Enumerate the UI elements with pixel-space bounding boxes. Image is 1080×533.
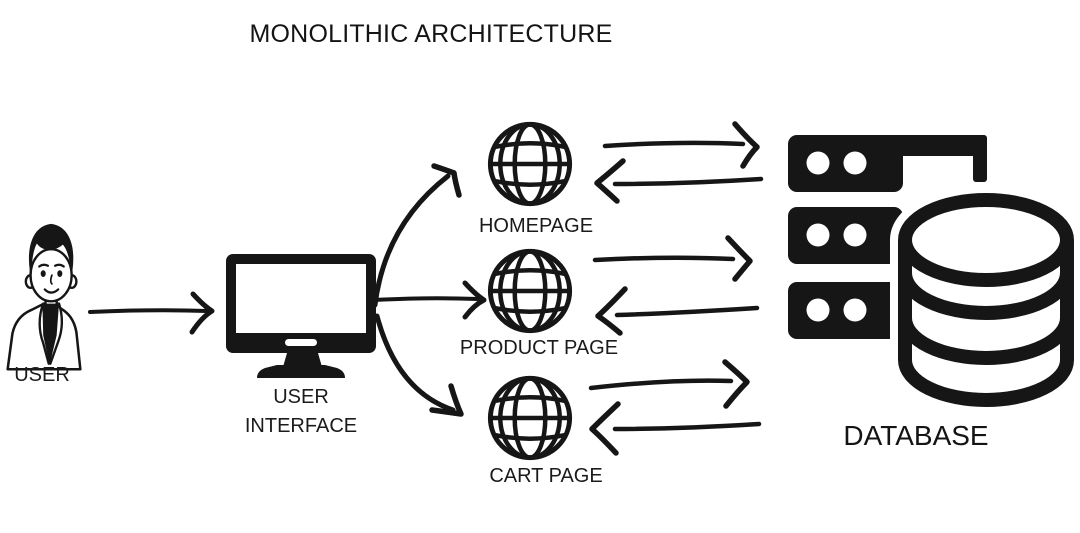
user-interface-label-line2: INTERFACE <box>244 415 358 437</box>
person-icon <box>6 223 82 371</box>
server-rack-lights <box>806 151 867 322</box>
user-interface-label: USER INTERFACE <box>231 383 371 441</box>
arrow-database-to-cart-page <box>589 401 762 456</box>
arrow-product-page-to-database <box>592 235 753 282</box>
database-label: DATABASE <box>843 420 989 451</box>
product-page-label: PRODUCT PAGE <box>459 337 619 359</box>
arrow-ui-to-product-page <box>373 280 487 320</box>
arrows-pages-database <box>588 121 764 456</box>
monitor-icon <box>226 254 376 378</box>
globe-icon-cart-page <box>487 375 573 461</box>
globe-icon-product-page <box>487 248 573 334</box>
arrow-ui-to-homepage <box>372 163 462 308</box>
diagram-title: MONOLITHIC ARCHITECTURE <box>249 20 613 48</box>
server-database-icon <box>788 135 1080 415</box>
cart-page-label: CART PAGE <box>489 465 603 487</box>
arrow-ui-to-cart-page <box>374 313 464 417</box>
user-label: USER <box>14 364 70 386</box>
globe-icon-homepage <box>487 121 573 207</box>
user-interface-label-line1: USER <box>273 386 329 408</box>
arrow-cart-page-to-database <box>588 359 750 409</box>
arrow-user-to-user-interface <box>88 291 215 335</box>
arrow-database-to-homepage <box>594 158 764 204</box>
arrows-ui-to-pages <box>372 163 487 417</box>
arrow-database-to-product-page <box>595 286 760 336</box>
homepage-label: HOMEPAGE <box>478 215 594 237</box>
arrow-homepage-to-database <box>602 121 760 169</box>
database-cylinder <box>890 185 1080 415</box>
